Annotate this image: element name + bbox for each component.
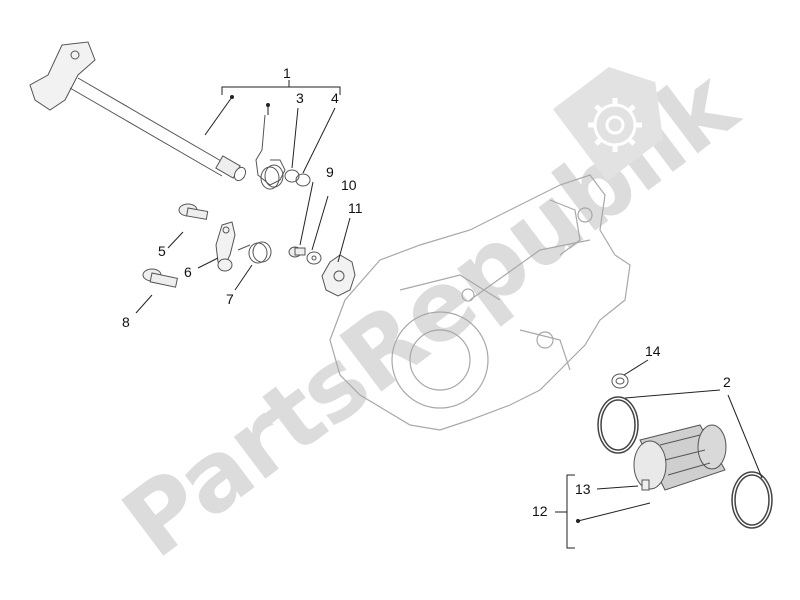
callout-2: 2 [723,374,731,390]
pin-13 [641,479,650,491]
spring-7 [237,241,272,264]
callout-11: 11 [348,200,363,216]
callout-6: 6 [184,264,192,280]
shift-shaft [29,41,247,182]
leader-dots [230,95,580,523]
bolt-5 [178,203,209,220]
return-spring [255,114,286,190]
callout-8: 8 [122,314,130,330]
callout-9: 9 [326,164,334,180]
seal-14 [611,373,629,389]
callout-5: 5 [158,243,166,259]
washers [284,169,311,187]
bolt-8 [142,268,179,288]
lever-6 [215,221,236,272]
callout-4: 4 [331,90,339,106]
callout-7: 7 [226,291,234,307]
callout-14: 14 [645,343,661,359]
star-wheel-11 [321,254,356,297]
callout-10: 10 [341,177,357,193]
crankcase [329,174,631,431]
callout-3: 3 [296,90,304,106]
screw-9 [288,246,306,258]
o-rings-2 [597,396,773,529]
gear-icon [552,67,664,182]
callout-1: 1 [283,65,291,81]
callout-12: 12 [532,503,548,519]
washer-10 [306,251,322,265]
callout-13: 13 [575,481,591,497]
selector-drum [633,424,727,491]
